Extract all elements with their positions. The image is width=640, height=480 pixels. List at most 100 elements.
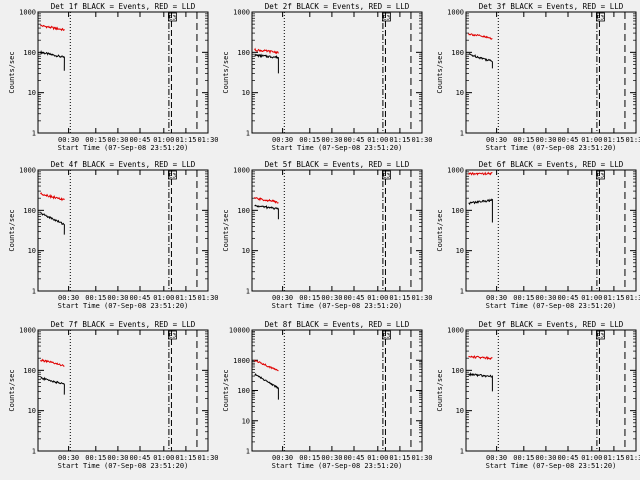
x-tick-label: 00:30 [272, 454, 293, 462]
y-tick-label: 100 [451, 49, 464, 57]
y-axis-label: Counts/sec [436, 369, 444, 411]
annotation-label: E3 [383, 173, 391, 180]
y-tick-label: 1 [246, 130, 250, 138]
y-tick-label: 100 [451, 207, 464, 215]
x-axis-label: Start Time (07-Sep-08 23:51:20) [272, 302, 403, 310]
y-tick-label: 1000 [447, 327, 464, 335]
series-lld [254, 359, 279, 372]
x-tick-label: 01:00 [581, 294, 602, 302]
detector-panel-5: Det 5f BLACK = Events, RED = LLD11010010… [222, 160, 433, 310]
annotation-box [596, 330, 605, 340]
detector-panel-2: Det 2f BLACK = Events, RED = LLD11010010… [222, 2, 433, 152]
y-tick-label: 1 [246, 448, 250, 456]
y-tick-label: 1 [460, 130, 464, 138]
x-tick-label: 00:30 [272, 136, 293, 144]
y-tick-label: 100 [237, 207, 250, 215]
x-tick-label: 00:15 [85, 136, 106, 144]
y-tick-label: 1000 [447, 9, 464, 17]
x-tick-label: 01:30 [197, 294, 218, 302]
x-tick-label: 01:00 [581, 136, 602, 144]
detector-panel-7: Det 7f BLACK = Events, RED = LLD11010010… [8, 320, 219, 470]
x-tick-label: 01:30 [625, 454, 640, 462]
y-tick-label: 1000 [19, 327, 36, 335]
x-tick-label: 00:15 [513, 136, 534, 144]
y-tick-label: 1000 [233, 167, 250, 175]
x-axis-label: Start Time (07-Sep-08 23:51:20) [58, 144, 189, 152]
x-tick-label: 00:30 [535, 136, 556, 144]
x-tick-label: 01:00 [581, 454, 602, 462]
annotation-box [596, 170, 605, 180]
x-tick-label: 01:30 [411, 454, 432, 462]
x-tick-label: 01:00 [153, 136, 174, 144]
plot-frame [465, 11, 637, 134]
y-tick-label: 10 [242, 417, 250, 425]
series-events [254, 53, 279, 74]
annotation-label: E3 [597, 333, 605, 340]
annotation-label: E3 [383, 15, 391, 22]
series-events [254, 373, 279, 400]
panel-title: Det 2f BLACK = Events, RED = LLD [265, 2, 410, 11]
x-axis-label: Start Time (07-Sep-08 23:51:20) [486, 462, 617, 470]
x-tick-label: 01:00 [153, 294, 174, 302]
x-tick-label: 01:15 [175, 454, 196, 462]
x-tick-label: 01:15 [175, 136, 196, 144]
y-axis-label: Counts/sec [222, 369, 230, 411]
panel-title: Det 1f BLACK = Events, RED = LLD [51, 2, 196, 11]
detector-panel-8: Det 8f BLACK = Events, RED = LLD11010010… [222, 320, 433, 470]
x-tick-label: 00:30 [321, 294, 342, 302]
panel-title: Det 6f BLACK = Events, RED = LLD [479, 160, 624, 169]
y-tick-label: 100 [23, 367, 36, 375]
x-axis-label: Start Time (07-Sep-08 23:51:20) [272, 462, 403, 470]
y-axis-label: Counts/sec [8, 369, 16, 411]
annotation-box [168, 170, 177, 180]
series-events [254, 204, 279, 220]
y-axis-label: Counts/sec [222, 51, 230, 93]
y-axis-label: Counts/sec [8, 51, 16, 93]
x-axis-label: Start Time (07-Sep-08 23:51:20) [58, 462, 189, 470]
series-lld [468, 171, 493, 176]
series-lld [40, 358, 65, 367]
series-events [40, 212, 65, 235]
x-tick-label: 00:45 [129, 294, 150, 302]
series-events [468, 198, 493, 223]
detector-panel-6: Det 6f BLACK = Events, RED = LLD11010010… [436, 160, 640, 310]
x-tick-label: 00:30 [486, 136, 507, 144]
series-lld [254, 47, 279, 55]
series-lld [40, 24, 65, 32]
x-tick-label: 00:30 [58, 454, 79, 462]
y-tick-label: 100 [237, 49, 250, 57]
y-axis-label: Counts/sec [436, 209, 444, 251]
annotation-label: E3 [383, 333, 391, 340]
x-tick-label: 00:30 [58, 294, 79, 302]
y-tick-label: 10 [28, 407, 36, 415]
y-tick-label: 10 [456, 407, 464, 415]
x-tick-label: 01:30 [197, 136, 218, 144]
y-tick-label: 1000 [19, 9, 36, 17]
x-tick-label: 00:30 [272, 294, 293, 302]
annotation-label: E3 [597, 15, 605, 22]
x-tick-label: 01:15 [389, 294, 410, 302]
y-tick-label: 10 [242, 247, 250, 255]
annotation-box [168, 12, 177, 22]
plot-frame [251, 11, 423, 134]
y-tick-label: 10 [28, 247, 36, 255]
series-lld [40, 191, 65, 202]
detector-panel-1: Det 1f BLACK = Events, RED = LLD11010010… [8, 2, 219, 152]
x-tick-label: 00:30 [486, 454, 507, 462]
x-tick-label: 01:00 [367, 136, 388, 144]
series-events [40, 49, 65, 71]
y-tick-label: 10 [456, 89, 464, 97]
x-tick-label: 00:45 [343, 294, 364, 302]
x-tick-label: 01:15 [389, 454, 410, 462]
x-tick-label: 00:30 [321, 454, 342, 462]
y-tick-label: 1 [32, 448, 36, 456]
x-tick-label: 00:30 [535, 294, 556, 302]
annotation-box [596, 12, 605, 22]
y-axis-label: Counts/sec [8, 209, 16, 251]
plot-frame [37, 329, 209, 452]
annotation-label: E3 [169, 333, 177, 340]
y-tick-label: 100 [451, 367, 464, 375]
y-axis-label: Counts/sec [436, 51, 444, 93]
x-tick-label: 00:15 [299, 136, 320, 144]
